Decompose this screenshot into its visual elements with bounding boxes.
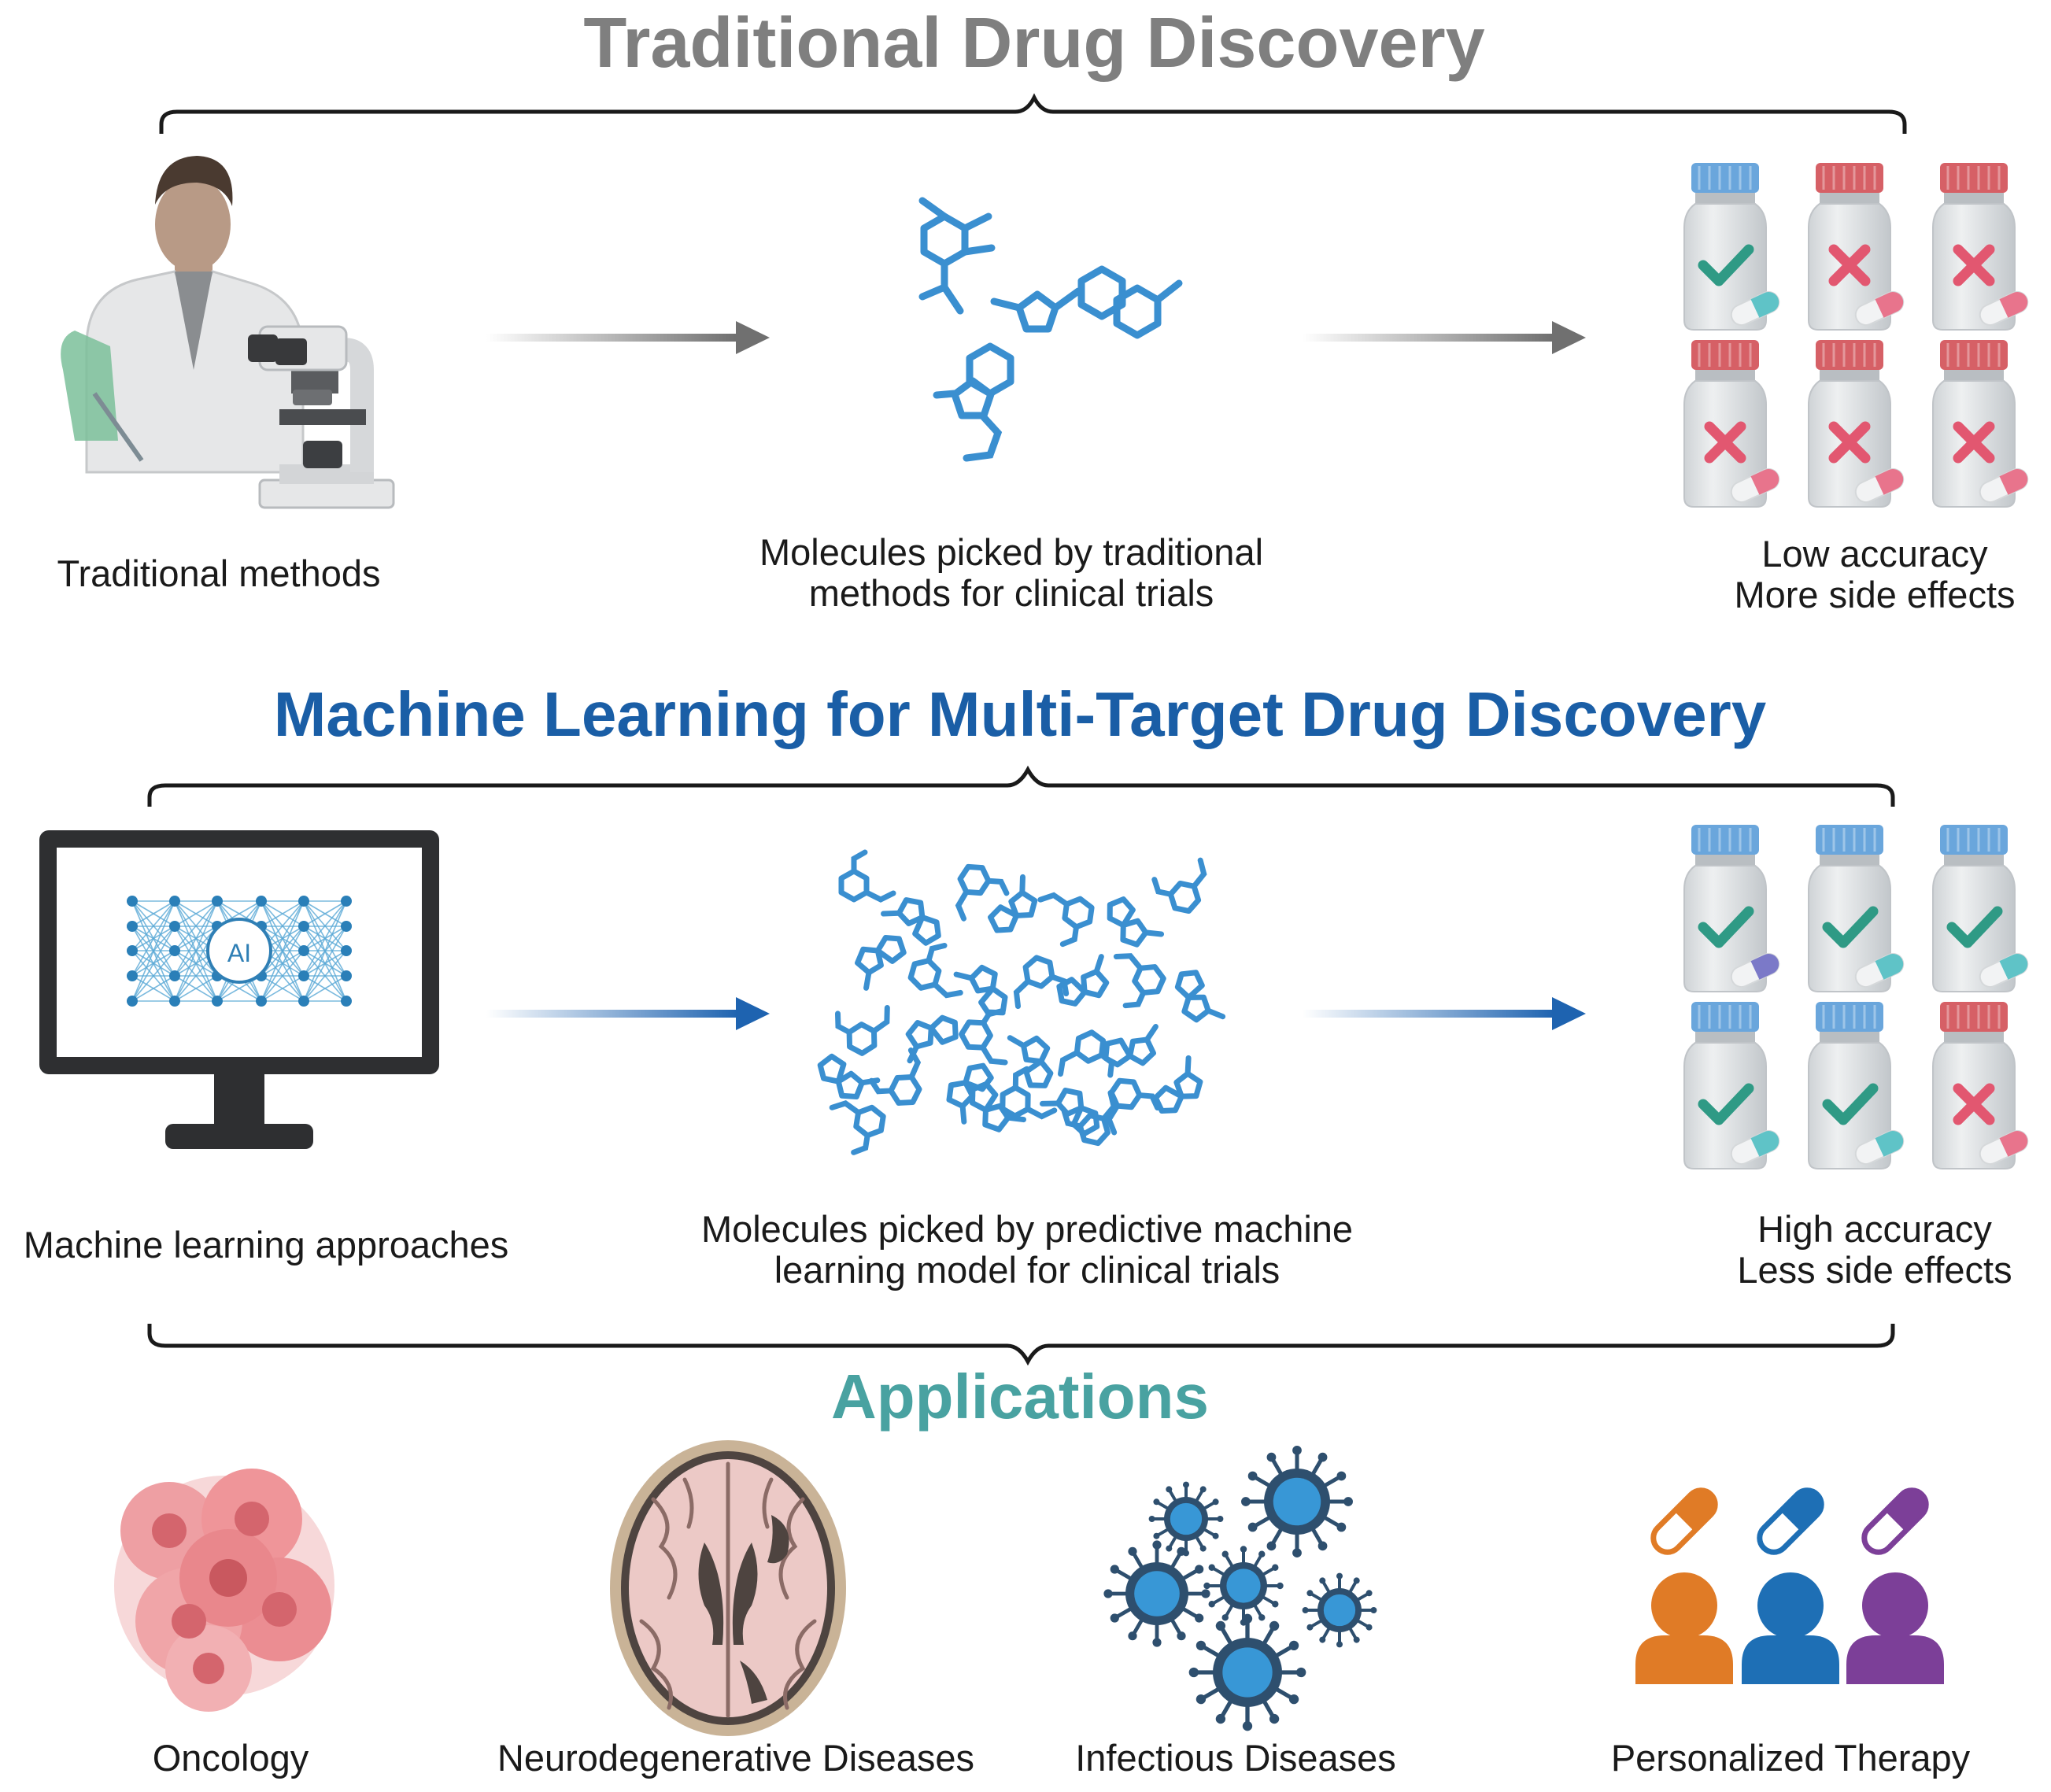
- traditional-bracket: [159, 93, 1907, 134]
- pill-bottle-icon: [1932, 1002, 2029, 1169]
- ml-bottles-grid: [1683, 825, 2029, 1169]
- ml-approaches-label: Machine learning approaches: [24, 1224, 509, 1265]
- person-purple-icon: [1846, 1572, 1944, 1684]
- ml-bracket: [147, 765, 1895, 807]
- person-blue-icon: [1742, 1572, 1839, 1684]
- ml-title: Machine Learning for Multi-Target Drug D…: [274, 679, 1767, 749]
- pill-bottle-icon: [1683, 163, 1780, 331]
- pill-bottle-icon: [1683, 825, 1780, 992]
- molecules-many-icon: [814, 852, 1222, 1156]
- pill-purple-icon: [1861, 1487, 1929, 1555]
- personalized-therapy-icon: [1635, 1487, 1944, 1684]
- capsule-icon: [1730, 952, 1780, 988]
- pill-bottle-icon: [1808, 163, 1905, 331]
- scientist-icon: [61, 156, 305, 474]
- ml-molecules-label-1: Molecules picked by predictive machine: [701, 1208, 1353, 1250]
- pill-bottle-icon: [1683, 340, 1780, 508]
- arrow-ml-1: [486, 997, 770, 1030]
- cancer-cells-icon: [114, 1469, 334, 1712]
- virus-icon: [1203, 1546, 1284, 1626]
- virus-icon: [1148, 1481, 1224, 1557]
- pill-orange-icon: [1650, 1487, 1718, 1555]
- application-infectious: Infectious Diseases: [1075, 1737, 1396, 1779]
- applications-title: Applications: [831, 1362, 1209, 1432]
- capsule-icon: [1730, 467, 1780, 504]
- capsule-icon: [1979, 290, 2029, 327]
- virus-icon: [1302, 1572, 1377, 1648]
- virus-icon: [1188, 1613, 1306, 1731]
- capsule-icon: [1979, 952, 2029, 988]
- pill-bottle-icon: [1683, 1002, 1780, 1169]
- application-neurodegenerative: Neurodegenerative Diseases: [497, 1737, 974, 1779]
- capsule-icon: [1730, 290, 1780, 327]
- capsule-icon: [1979, 467, 2029, 504]
- pill-bottle-icon: [1808, 340, 1905, 508]
- ml-outcome-2: Less side effects: [1737, 1249, 2012, 1291]
- person-orange-icon: [1635, 1572, 1733, 1684]
- virus-icon: [1241, 1446, 1353, 1557]
- ai-monitor-icon: AI: [39, 830, 439, 1149]
- virus-icon: [1103, 1540, 1210, 1647]
- traditional-title: Traditional Drug Discovery: [583, 4, 1484, 83]
- traditional-outcome-2: More side effects: [1734, 574, 2015, 615]
- traditional-molecules-label-1: Molecules picked by traditional: [759, 531, 1263, 573]
- ai-label: AI: [227, 939, 251, 967]
- capsule-icon: [1854, 290, 1905, 327]
- traditional-bottles-grid: [1683, 163, 2029, 508]
- capsule-icon: [1854, 1129, 1905, 1166]
- traditional-molecules-label-2: methods for clinical trials: [809, 572, 1214, 614]
- application-oncology: Oncology: [153, 1737, 309, 1779]
- capsule-icon: [1730, 1129, 1780, 1166]
- capsule-icon: [1979, 1129, 2029, 1166]
- pill-blue-icon: [1757, 1487, 1824, 1555]
- arrow-traditional-2: [1303, 321, 1586, 354]
- pill-bottle-icon: [1932, 163, 2029, 331]
- traditional-methods-label: Traditional methods: [57, 552, 380, 594]
- pill-bottle-icon: [1808, 825, 1905, 992]
- applications-bracket: [147, 1324, 1895, 1366]
- pill-bottle-icon: [1808, 1002, 1905, 1169]
- ml-outcome-1: High accuracy: [1757, 1208, 1992, 1250]
- application-personalized: Personalized Therapy: [1611, 1737, 1971, 1779]
- arrow-ml-2: [1303, 997, 1586, 1030]
- capsule-icon: [1854, 467, 1905, 504]
- microscope-icon: [248, 325, 395, 509]
- capsule-icon: [1854, 952, 1905, 988]
- viruses-icon: [1103, 1446, 1377, 1731]
- arrow-traditional-1: [486, 321, 770, 354]
- molecules-few-icon: [918, 197, 1183, 462]
- pill-bottle-icon: [1932, 825, 2029, 992]
- traditional-outcome-1: Low accuracy: [1761, 533, 1988, 575]
- brain-scan-icon: [610, 1440, 846, 1736]
- ml-molecules-label-2: learning model for clinical trials: [774, 1249, 1280, 1291]
- pill-bottle-icon: [1932, 340, 2029, 508]
